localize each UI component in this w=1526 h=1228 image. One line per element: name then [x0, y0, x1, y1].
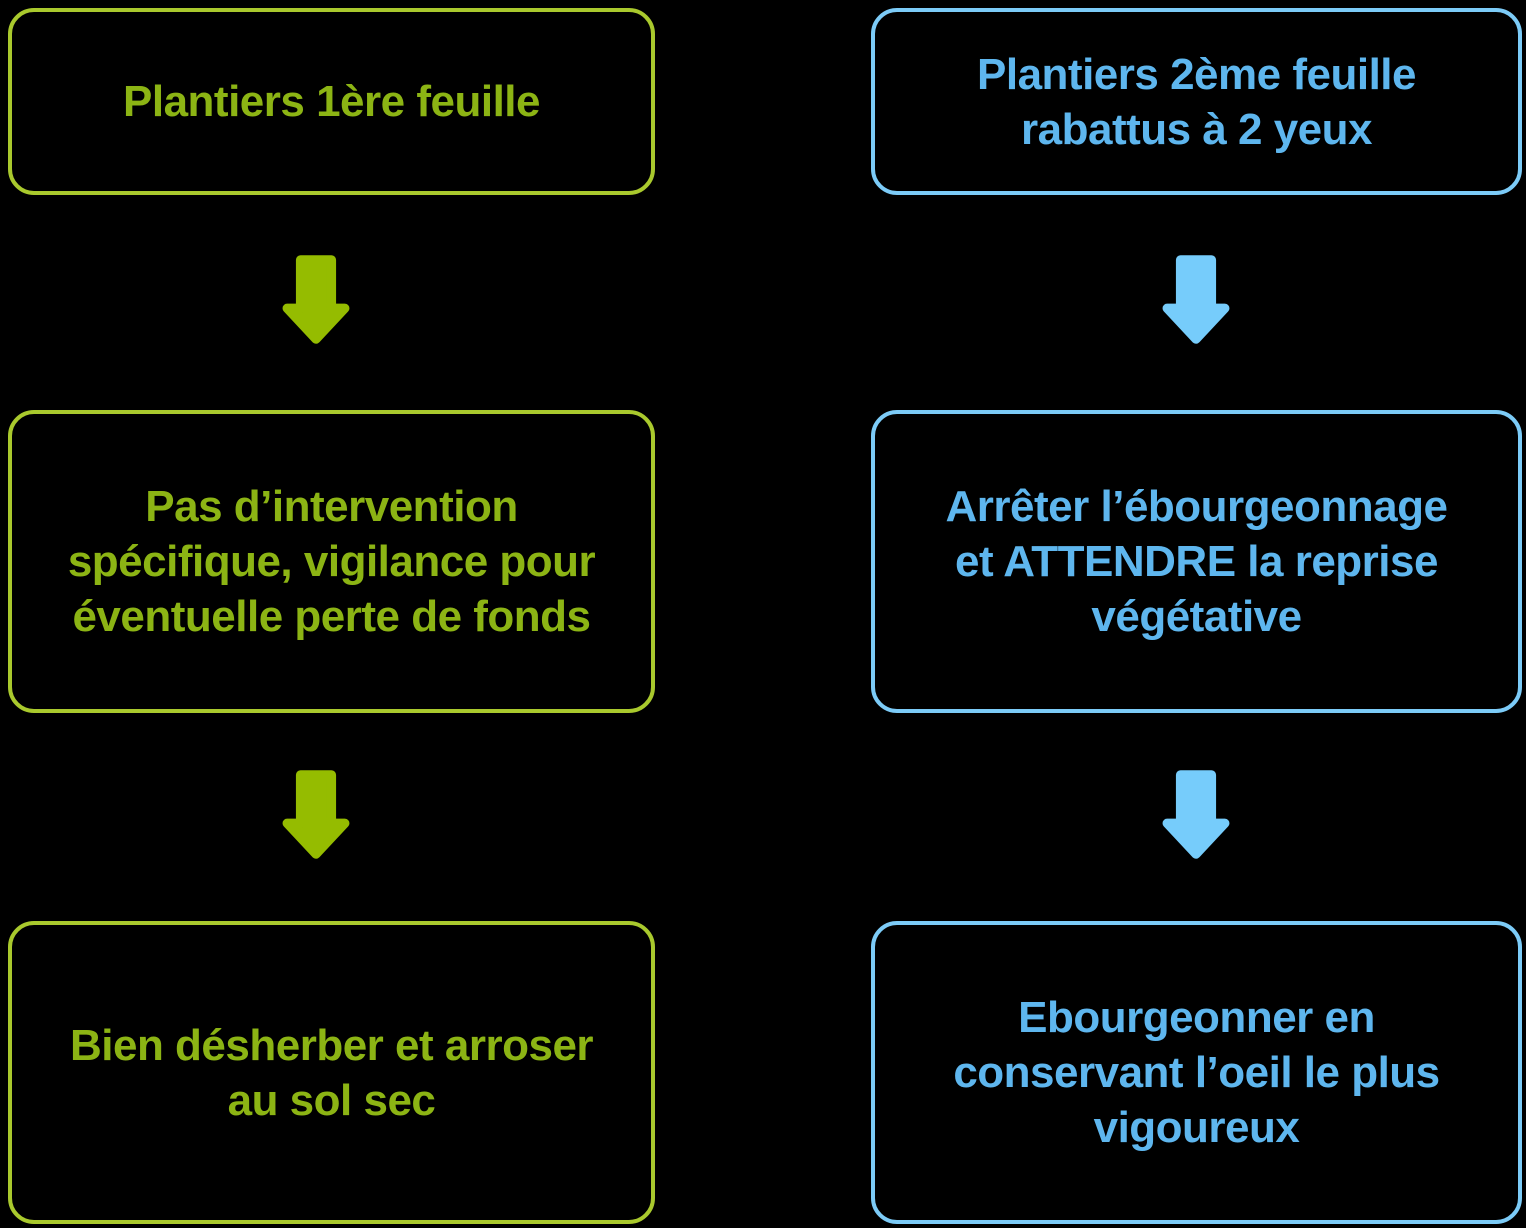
flow-box-ebourgeonner: Ebourgeonner en conservant l’oeil le plu… — [871, 921, 1522, 1224]
flow-box-label-line: Plantiers 1ère feuille — [123, 77, 541, 126]
flow-box-label-line: Ebourgeonner en — [1018, 993, 1375, 1042]
flow-box-plantiers-2eme-feuille: Plantiers 2ème feuille rabattus à 2 yeux — [871, 8, 1522, 195]
flow-box-label: Plantiers 1ère feuille — [123, 74, 541, 129]
flow-box-label-line: au sol sec — [227, 1075, 436, 1125]
down-arrow-icon — [1161, 769, 1231, 861]
flow-box-label-line: éventuelle perte de fonds — [72, 592, 591, 641]
flow-box-label-line: spécifique, vigilance pour — [67, 537, 596, 586]
flow-box-label-line: végétative — [1091, 592, 1302, 641]
flow-box-label: Ebourgeonner en conservant l’oeil le plu… — [953, 990, 1440, 1155]
flow-box-label-line: et ATTENDRE la reprise — [955, 537, 1438, 586]
flow-box-pas-intervention: Pas d’intervention spécifique, vigilance… — [8, 410, 655, 713]
down-arrow-icon — [281, 769, 351, 861]
flow-box-label-line: Bien désherber et arroser — [69, 1020, 594, 1070]
flow-box-label-line: Arrêter l’ébourgeonnage — [945, 482, 1448, 531]
flow-box-label-line: Pas d’intervention — [145, 482, 518, 531]
flow-box-label: Bien désherber et arroser au sol sec — [69, 1018, 594, 1128]
flow-box-bien-desherber: Bien désherber et arroser au sol sec — [8, 921, 655, 1224]
flow-box-label: Plantiers 2ème feuille rabattus à 2 yeux — [977, 47, 1417, 157]
flow-box-plantiers-1ere-feuille: Plantiers 1ère feuille — [8, 8, 655, 195]
flow-box-label-line: rabattus à 2 yeux — [1021, 104, 1373, 154]
flow-box-label-line: vigoureux — [1093, 1103, 1300, 1152]
flow-box-label-line: Plantiers 2ème feuille — [977, 49, 1417, 99]
down-arrow-icon — [281, 254, 351, 346]
flow-box-arreter-ebourgeonnage: Arrêter l’ébourgeonnage et ATTENDRE la r… — [871, 410, 1522, 713]
flow-box-label-line: conservant l’oeil le plus — [953, 1048, 1440, 1097]
flow-box-label: Arrêter l’ébourgeonnage et ATTENDRE la r… — [946, 479, 1448, 644]
down-arrow-icon — [1161, 254, 1231, 346]
flow-box-label: Pas d’intervention spécifique, vigilance… — [67, 479, 596, 644]
